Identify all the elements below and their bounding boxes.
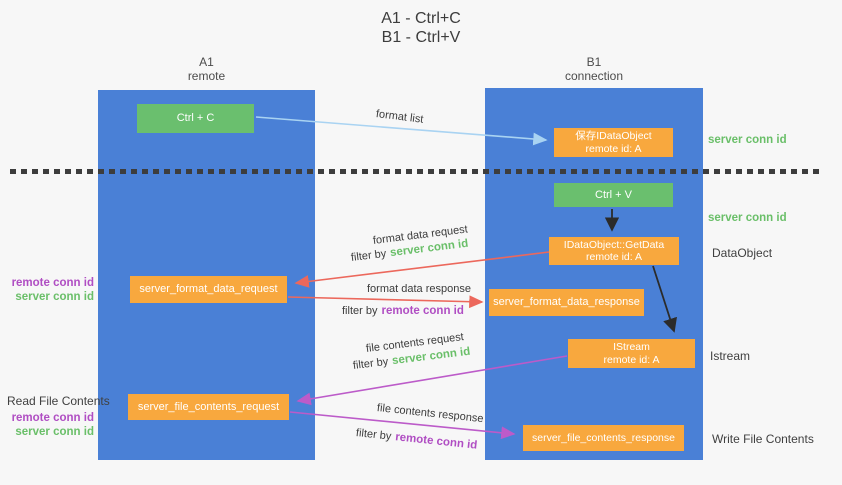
node-server-format-data-response: server_format_data_response bbox=[489, 289, 644, 316]
remote-conn-id-text: remote conn id bbox=[11, 277, 94, 289]
server-conn-id-text: server conn id bbox=[15, 291, 94, 303]
dotted-separator-line bbox=[10, 169, 823, 174]
server-conn-id-text: server conn id bbox=[15, 426, 94, 438]
remote-conn-id-text: remote conn id bbox=[11, 412, 94, 424]
title-line-2: B1 - Ctrl+V bbox=[381, 29, 461, 46]
diagram-title: A1 - Ctrl+C B1 - Ctrl+V bbox=[0, 9, 842, 47]
arrow-getdata-to-istream bbox=[652, 265, 677, 333]
annotation-server-conn-id-mid: server conn id bbox=[708, 212, 787, 224]
annotation-server-conn-id-top: server conn id bbox=[708, 134, 787, 146]
annotation-read-file-contents: Read File Contents bbox=[7, 394, 110, 408]
arrow-file-contents-request bbox=[296, 355, 568, 406]
arrow-format-data-response bbox=[287, 295, 484, 309]
annotation-write-file-contents: Write File Contents bbox=[712, 432, 814, 446]
node-file-response-label: server_file_contents_response bbox=[531, 431, 675, 444]
node-idataobject-getdata: IDataObject::GetData remote id: A bbox=[549, 237, 679, 265]
node-save-line1: 保存IDataObject bbox=[575, 130, 652, 142]
lane-header-a1: A1 remote bbox=[98, 55, 315, 83]
annotation-istream: Istream bbox=[710, 349, 751, 363]
node-ctrl-v-label: Ctrl + V bbox=[595, 188, 632, 201]
title-line-1: A1 - Ctrl+C bbox=[381, 10, 461, 27]
node-ctrl-v: Ctrl + V bbox=[554, 183, 673, 207]
node-format-response-label: server_format_data_response bbox=[493, 296, 640, 308]
arrow-format-data-request bbox=[294, 251, 550, 288]
node-istream-line2: remote id: A bbox=[603, 353, 660, 366]
filter-by-text: filter by bbox=[342, 305, 378, 317]
arrow-format-list bbox=[255, 116, 548, 146]
lane-header-b1: B1 connection bbox=[485, 55, 703, 83]
annotation-left-mid-conn-ids: remote conn id server conn id bbox=[10, 276, 94, 304]
lane-a1-name: A1 bbox=[199, 55, 214, 69]
node-ctrl-c: Ctrl + C bbox=[137, 104, 254, 133]
annotation-left-bottom-conn-ids: remote conn id server conn id bbox=[10, 411, 94, 439]
node-getdata-line2: remote id: A bbox=[585, 251, 643, 263]
lane-b1-name: B1 bbox=[586, 55, 602, 69]
node-save-line2: remote id: A bbox=[585, 142, 642, 155]
label-format-data-response: format data response bbox=[367, 283, 471, 295]
node-file-request-label: server_file_contents_request bbox=[137, 400, 280, 413]
node-getdata-line1: IDataObject::GetData bbox=[563, 238, 665, 251]
arrow-file-contents-response bbox=[289, 411, 516, 440]
node-istream: IStream remote id: A bbox=[568, 339, 695, 368]
lane-a1-subtitle: remote bbox=[187, 69, 226, 83]
node-server-format-data-request: server_format_data_request bbox=[130, 276, 287, 303]
node-format-request-label: server_format_data_request bbox=[139, 283, 278, 295]
node-save-idataobject: 保存IDataObject remote id: A bbox=[554, 128, 673, 157]
node-ctrl-c-label: Ctrl + C bbox=[176, 112, 215, 124]
remote-conn-id-text: remote conn id bbox=[381, 305, 464, 317]
node-server-file-contents-request: server_file_contents_request bbox=[128, 394, 289, 420]
node-istream-line1: IStream bbox=[613, 341, 650, 353]
annotation-dataobject: DataObject bbox=[712, 246, 773, 260]
lane-b1-subtitle: connection bbox=[564, 69, 624, 83]
node-server-file-contents-response: server_file_contents_response bbox=[523, 425, 684, 451]
